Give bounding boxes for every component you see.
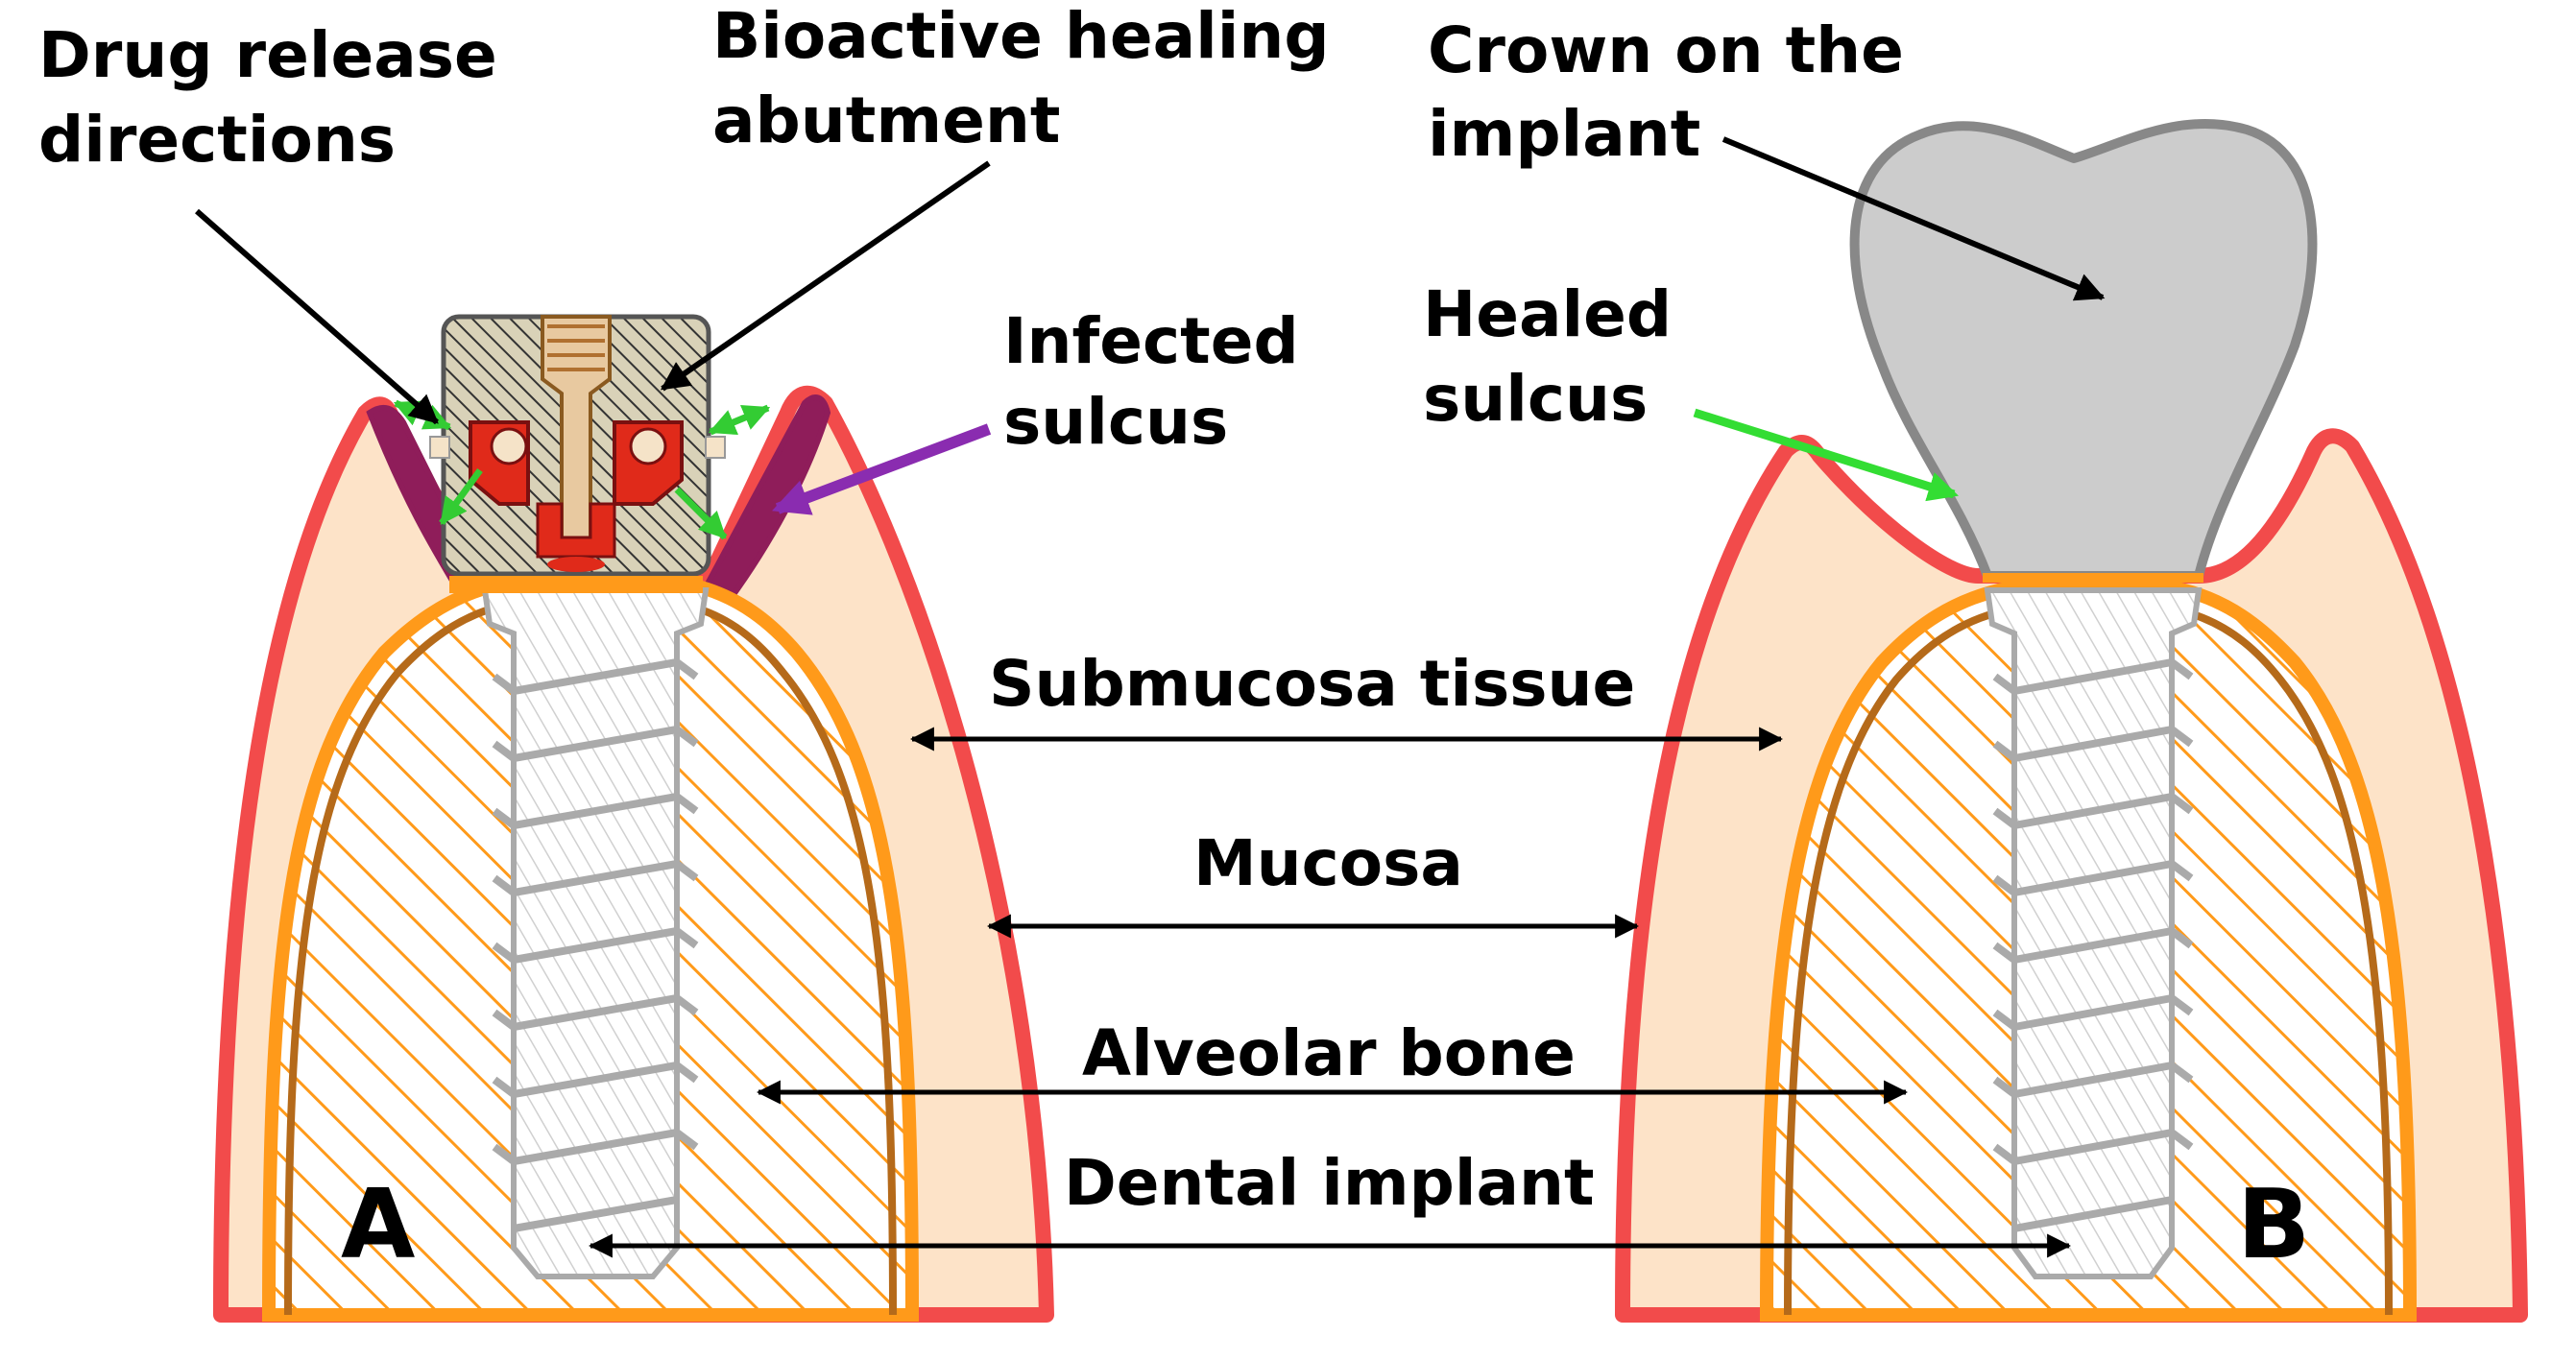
panel-a-dental-implant: [481, 587, 710, 1279]
label-healed-2: sulcus: [1423, 362, 1648, 436]
bioactive-leader: [660, 160, 991, 392]
crown-leader: [1721, 136, 2106, 301]
infected-sulcus-arrow: [772, 423, 992, 515]
panel-label-a: A: [341, 1168, 415, 1280]
label-infected-1: Infected: [1003, 304, 1299, 378]
healed-sulcus-arrow: [1693, 408, 1960, 502]
label-healed-1: Healed: [1423, 277, 1672, 351]
crown-on-implant: [1849, 118, 2318, 581]
label-crown-2: implant: [1428, 97, 1700, 171]
label-drug-release-2: directions: [38, 103, 396, 177]
panel-b-dental-implant: [1984, 587, 2203, 1279]
label-alveolar: Alveolar bone: [1082, 1016, 1576, 1090]
measure-arrows: [588, 727, 2072, 1258]
label-bioactive-2: abutment: [712, 84, 1060, 157]
infected-sulcus-right: [701, 394, 831, 604]
crown-base-line: [1983, 573, 2203, 583]
label-drug-release-1: Drug release: [38, 18, 497, 92]
label-implant: Dental implant: [1064, 1146, 1595, 1220]
drug-release-leader: [195, 208, 439, 425]
panel-label-b: B: [2237, 1168, 2310, 1280]
label-crown-1: Crown on the: [1428, 13, 1904, 87]
label-submucosa: Submucosa tissue: [989, 647, 1635, 721]
leader-arrows: [195, 136, 2106, 425]
bioactive-healing-abutment: [429, 314, 726, 593]
label-bioactive-1: Bioactive healing: [712, 0, 1330, 73]
label-mucosa: Mucosa: [1193, 826, 1463, 900]
label-infected-2: sulcus: [1003, 385, 1228, 459]
